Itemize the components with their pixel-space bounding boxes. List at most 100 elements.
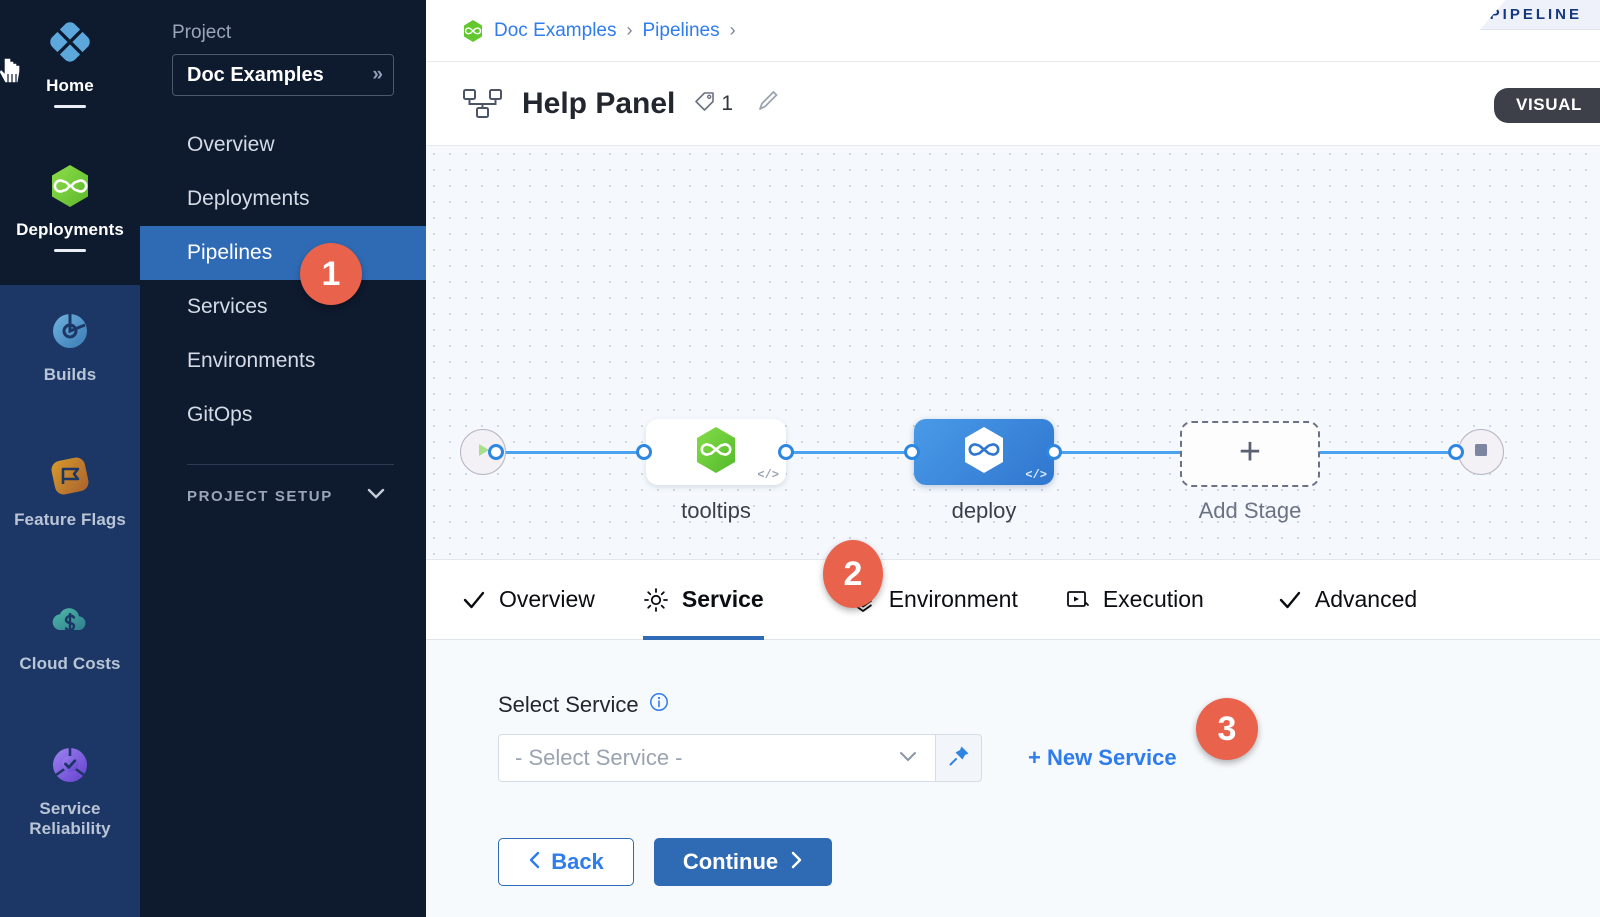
sidebar-divider [187, 464, 394, 465]
chevron-down-icon [366, 487, 386, 505]
project-nav: Overview Deployments Pipelines Services … [140, 118, 426, 442]
pipeline-end-node[interactable] [1458, 429, 1504, 475]
connector-port[interactable] [904, 444, 920, 460]
connector-port[interactable] [778, 444, 794, 460]
pipeline-tab-label: PIPELINE [1489, 6, 1582, 23]
main-content: Doc Examples › Pipelines › PIPELINE Help… [426, 0, 1600, 917]
page-title-bar: Help Panel 1 VISUAL [426, 62, 1600, 146]
mouse-cursor-pointer-icon [0, 52, 36, 97]
check-icon [462, 589, 486, 611]
pipeline-tab[interactable]: PIPELINE [1479, 0, 1600, 30]
tab-service[interactable]: Service [642, 560, 764, 640]
chevron-down-icon [897, 749, 919, 768]
code-badge-icon: </> [1025, 468, 1047, 482]
breadcrumb-link-project[interactable]: Doc Examples [494, 19, 617, 41]
pipeline-stage-label: tooltips [681, 498, 751, 523]
module-item-label: Cloud Costs [19, 654, 121, 673]
tab-advanced[interactable]: Advanced [1278, 560, 1417, 640]
tag-badge[interactable]: 1 [693, 89, 733, 118]
module-item-label: Service Reliability [29, 799, 111, 839]
connector-port[interactable] [488, 444, 504, 460]
tag-icon [693, 89, 717, 118]
pipeline-nodes-icon [462, 87, 504, 121]
continue-button[interactable]: Continue [654, 838, 832, 886]
tab-label: Environment [888, 586, 1018, 612]
project-name: Doc Examples [187, 63, 324, 86]
chevron-left-icon [528, 849, 541, 875]
sidebar-item-environments[interactable]: Environments [140, 334, 426, 388]
sidebar-item-services[interactable]: Services [140, 280, 426, 334]
module-item-label: Builds [43, 365, 97, 384]
chevron-right-icon [790, 849, 803, 875]
visual-mode-badge[interactable]: VISUAL [1494, 88, 1600, 123]
module-item-builds[interactable]: Builds [0, 303, 140, 385]
sidebar-item-gitops[interactable]: GitOps [140, 388, 426, 442]
play-box-icon [1066, 589, 1090, 611]
back-label: Back [551, 849, 604, 874]
harness-cd-white-hexagon-icon [961, 425, 1007, 480]
connector-port[interactable] [636, 444, 652, 460]
edit-pencil-icon[interactable] [755, 88, 781, 119]
add-stage-label: Add Stage [1198, 498, 1302, 523]
breadcrumb-link-pipelines[interactable]: Pipelines [642, 19, 720, 41]
module-item-label: Feature Flags [14, 510, 126, 529]
project-setup-label: PROJECT SETUP [187, 487, 333, 505]
project-setup-section[interactable]: PROJECT SETUP [140, 487, 426, 505]
sidebar-item-label: Pipelines [187, 241, 273, 264]
page-title: Help Panel [522, 86, 676, 120]
tab-execution[interactable]: Execution [1066, 560, 1204, 640]
module-item-label: Home [46, 76, 94, 95]
sidebar-item-label: Services [187, 295, 268, 318]
connector-wire [1314, 451, 1462, 454]
stage-tabs: Overview Service [426, 560, 1600, 640]
select-service-row: - Select Service - + New Service [498, 734, 1600, 782]
gear-icon [643, 587, 669, 613]
project-selector[interactable]: Doc Examples » [172, 54, 394, 96]
home-grid-icon [42, 14, 98, 70]
pipeline-stage-deploy[interactable]: </> [914, 419, 1054, 485]
new-service-link[interactable]: + New Service [1028, 745, 1177, 770]
tab-overview[interactable]: Overview [462, 560, 595, 640]
sidebar-item-label: Overview [187, 133, 275, 156]
tab-label: Execution [1102, 586, 1204, 612]
connector-port[interactable] [1448, 444, 1464, 460]
callout-badge-3: 3 [1196, 698, 1258, 760]
add-stage-button[interactable]: + [1180, 421, 1320, 487]
stop-icon [1471, 440, 1491, 465]
service-form: Select Service - Select Service - [426, 640, 1600, 917]
play-icon [473, 440, 493, 465]
pin-service-button[interactable] [936, 734, 982, 782]
module-rail: Home Deployments [0, 0, 140, 917]
select-service-dropdown[interactable]: - Select Service - [498, 734, 936, 782]
form-actions: Back Continue [498, 838, 1600, 886]
sidebar-item-overview[interactable]: Overview [140, 118, 426, 172]
module-item-deployments[interactable]: Deployments [0, 158, 140, 253]
pipeline-stage-tooltips[interactable]: </> [646, 419, 786, 485]
module-item-cloud-costs[interactable]: Cloud Costs [0, 592, 140, 674]
back-button[interactable]: Back [498, 838, 634, 886]
service-reliability-icon [42, 737, 98, 793]
connector-wire [490, 451, 668, 454]
pipeline-stage-label: deploy [951, 498, 1017, 523]
active-indicator [54, 105, 86, 109]
active-indicator [54, 249, 86, 253]
connector-port[interactable] [1046, 444, 1062, 460]
sidebar-item-label: Deployments [187, 187, 310, 210]
info-icon[interactable] [649, 692, 669, 718]
callout-badge-2: 2 [823, 540, 883, 608]
check-icon [1278, 589, 1302, 611]
connector-wire [1046, 451, 1186, 454]
continue-label: Continue [682, 849, 779, 874]
code-badge-icon: </> [757, 468, 779, 482]
cloud-costs-dollar-icon [42, 592, 98, 648]
breadcrumb: Doc Examples › Pipelines › PIPELINE [426, 0, 1600, 62]
module-item-service-reliability[interactable]: Service Reliability [0, 737, 140, 839]
pipeline-canvas[interactable]: </> tooltips </> deploy + Ad [426, 146, 1600, 560]
module-item-home[interactable]: Home [0, 14, 140, 109]
module-item-feature-flags[interactable]: Feature Flags [0, 448, 140, 530]
tab-label: Advanced [1314, 586, 1418, 612]
project-label: Project [172, 22, 232, 43]
sidebar-item-deployments[interactable]: Deployments [140, 172, 426, 226]
sidebar-item-pipelines[interactable]: Pipelines [140, 226, 426, 280]
